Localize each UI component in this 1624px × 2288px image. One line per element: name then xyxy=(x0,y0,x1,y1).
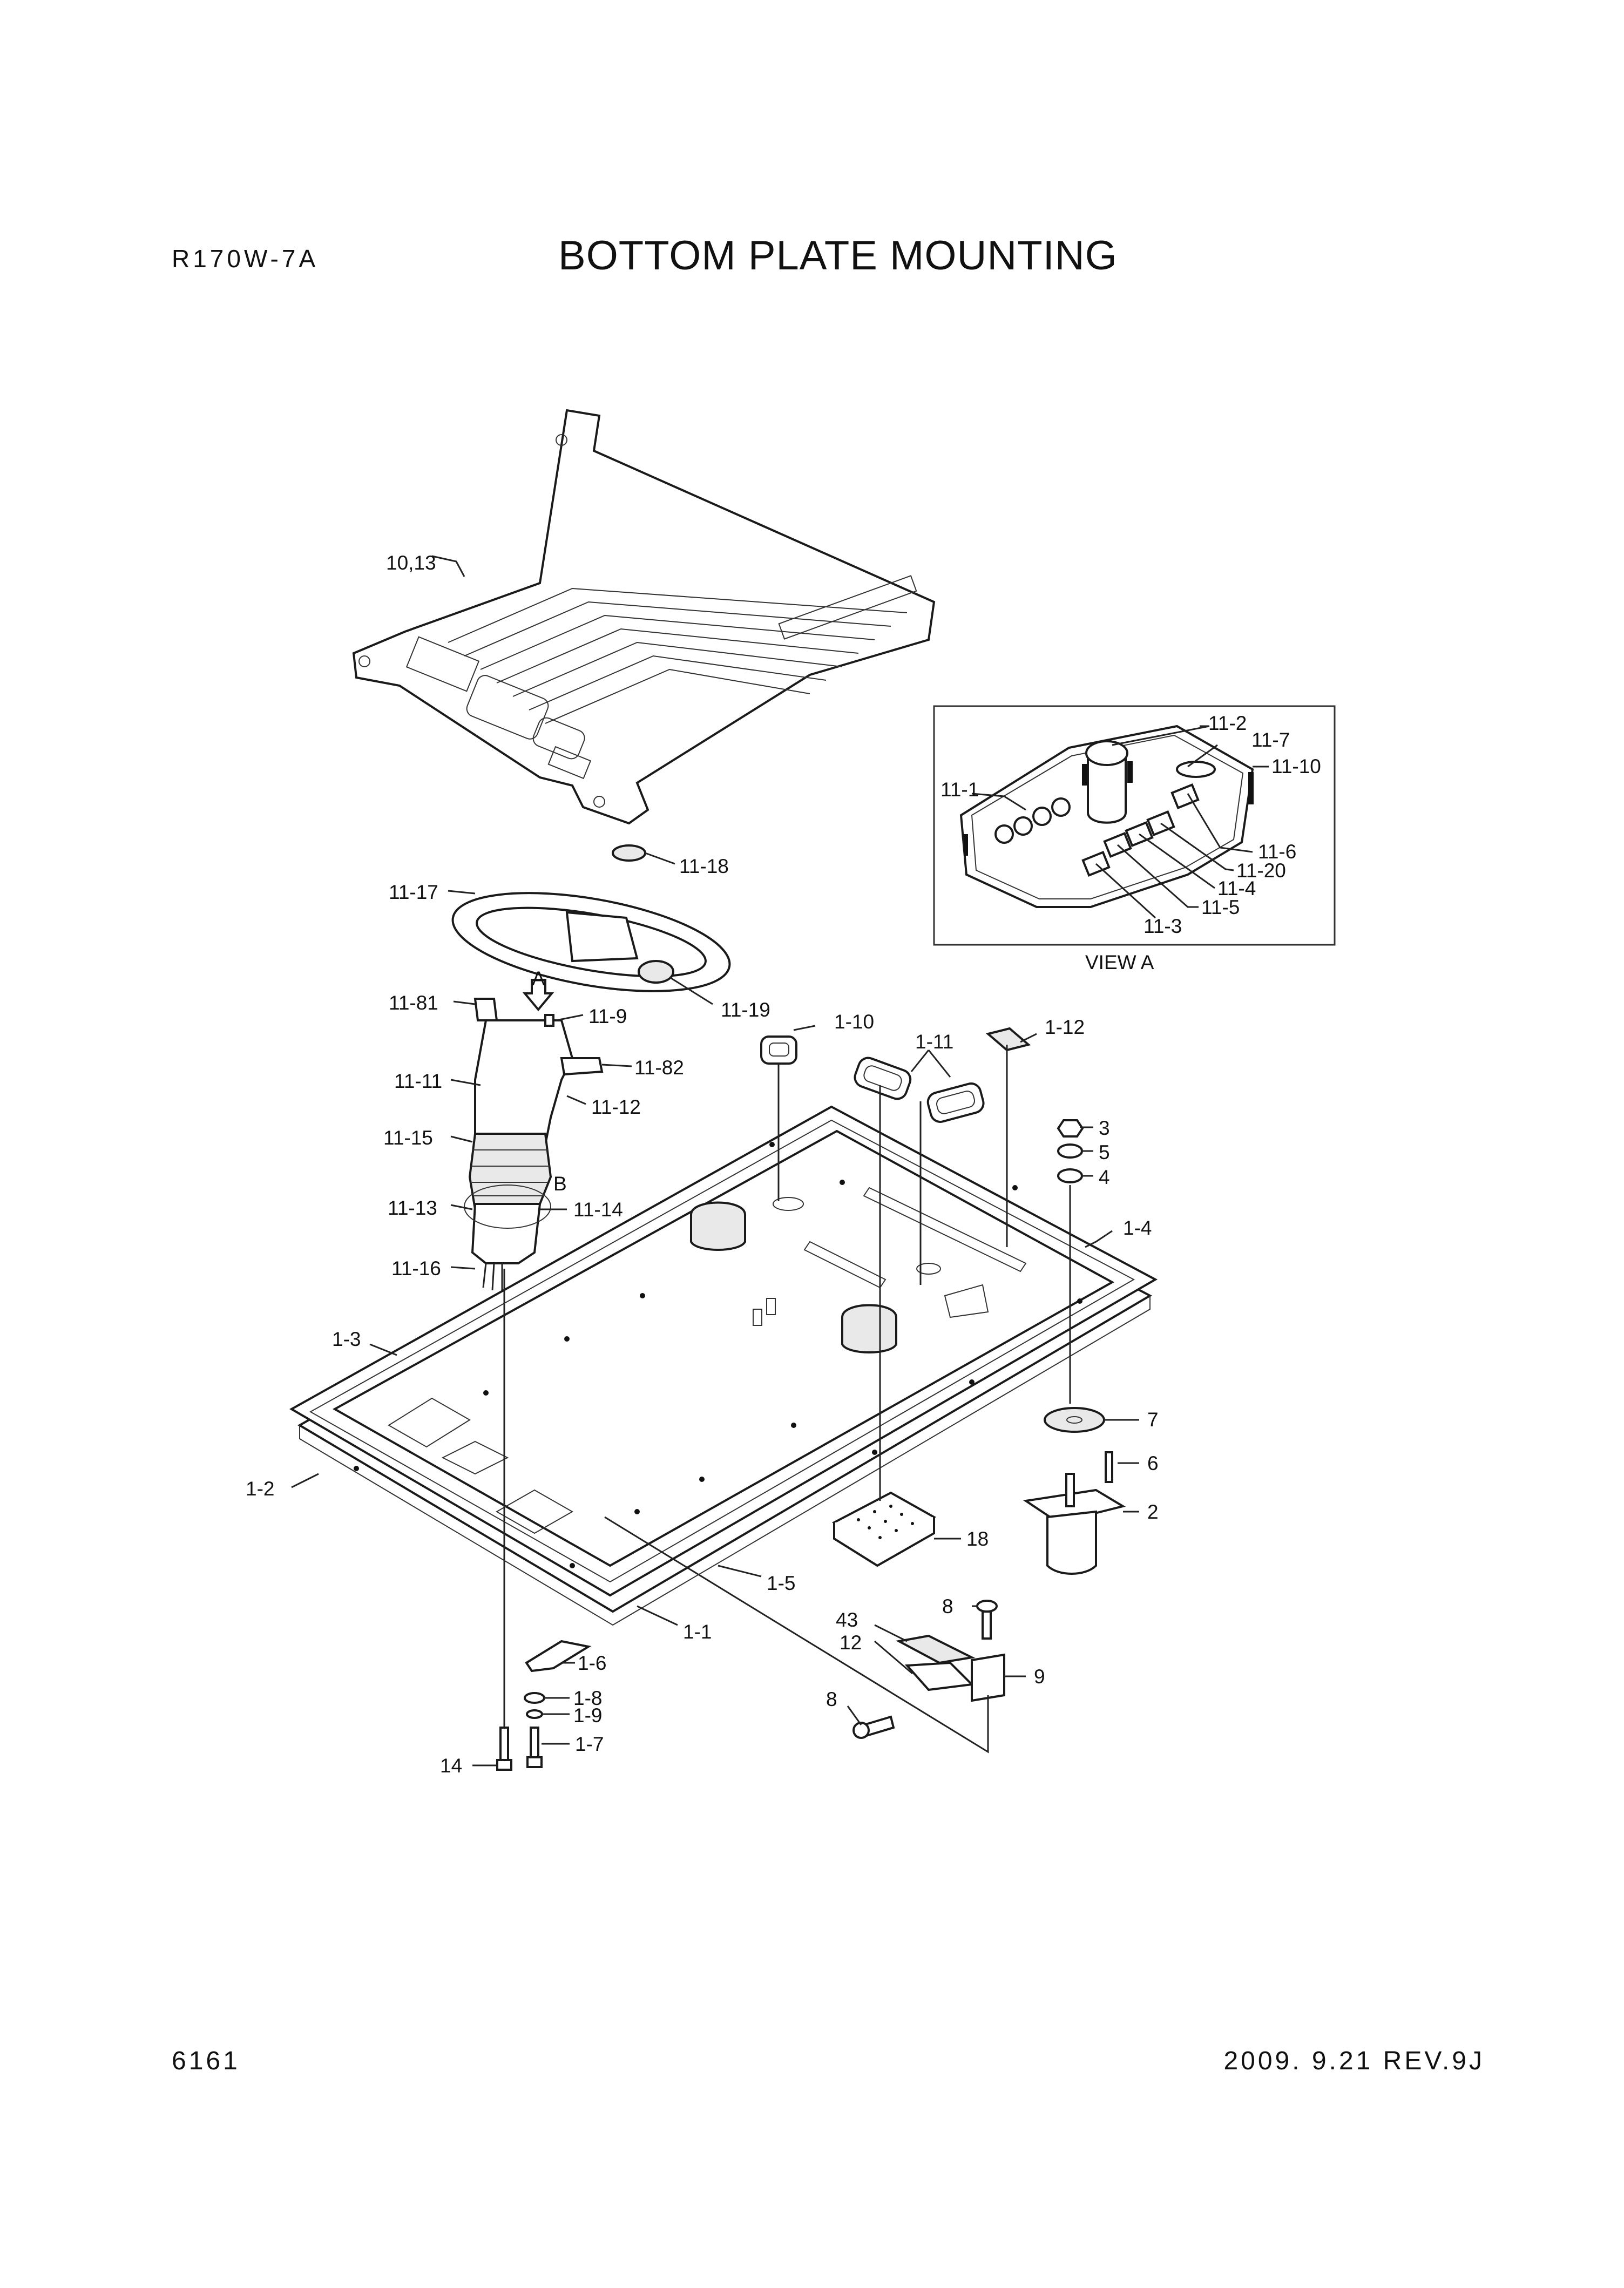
label-11-82: 11-82 xyxy=(634,1057,684,1079)
revision-date: 2009. 9.21 REV.9J xyxy=(1223,2047,1485,2075)
label-11-17: 11-17 xyxy=(389,881,438,903)
label-v11-2: 11-2 xyxy=(1208,712,1247,734)
label-11-11: 11-11 xyxy=(394,1070,442,1092)
label-1-10: 1-10 xyxy=(834,1011,874,1033)
label-7: 7 xyxy=(1147,1409,1159,1431)
pedal-bracket xyxy=(852,1600,1005,1739)
label-10-13: 10,13 xyxy=(386,552,436,574)
view-a-arrow xyxy=(522,979,554,1012)
label-2: 2 xyxy=(1147,1501,1159,1523)
label-11-14: 11-14 xyxy=(573,1199,623,1221)
label-1-5: 1-5 xyxy=(767,1572,795,1594)
model-code: R170W-7A xyxy=(172,245,319,273)
leader-lines xyxy=(291,555,1139,1766)
floor-mat xyxy=(352,409,936,825)
label-5: 5 xyxy=(1099,1141,1110,1163)
label-v11-3: 11-3 xyxy=(1143,915,1182,937)
label-v11-6: 11-6 xyxy=(1258,841,1296,863)
view-a-buttons xyxy=(994,797,1071,844)
label-43: 43 xyxy=(836,1609,858,1631)
steering-wheel xyxy=(451,844,731,992)
label-1-3: 1-3 xyxy=(332,1328,361,1350)
label-1-12: 1-12 xyxy=(1045,1016,1085,1038)
label-11-13: 11-13 xyxy=(388,1197,437,1219)
label-14: 14 xyxy=(440,1755,462,1777)
steering-column xyxy=(464,998,604,1291)
label-b: B xyxy=(553,1173,567,1195)
label-11-81: 11-81 xyxy=(389,992,438,1014)
left-hardware xyxy=(496,1640,592,1771)
label-1-6: 1-6 xyxy=(578,1652,606,1674)
filter-pad xyxy=(831,1491,937,1567)
label-12: 12 xyxy=(840,1632,862,1654)
label-4: 4 xyxy=(1099,1166,1110,1188)
label-11-19: 11-19 xyxy=(721,999,770,1021)
label-a: A xyxy=(532,967,545,990)
callout-labels: 10,13 11-17 11-18 11-19 A 11-81 11-9 11-… xyxy=(246,552,1321,1777)
right-hardware xyxy=(1023,1119,1126,1575)
page-number: 6161 xyxy=(172,2047,240,2075)
label-1-1: 1-1 xyxy=(683,1621,712,1643)
page-title: BOTTOM PLATE MOUNTING xyxy=(558,233,1118,279)
bottom-plate xyxy=(289,1105,1158,1626)
label-18: 18 xyxy=(966,1528,989,1550)
view-a-caption: VIEW A xyxy=(1085,951,1154,973)
label-v11-7: 11-7 xyxy=(1251,729,1290,751)
label-v11-20: 11-20 xyxy=(1236,859,1286,882)
label-11-15: 11-15 xyxy=(383,1127,433,1149)
view-a-panel xyxy=(933,705,1336,946)
label-11-16: 11-16 xyxy=(391,1257,441,1280)
label-1-8: 1-8 xyxy=(573,1687,602,1709)
label-8-bottom: 8 xyxy=(826,1688,837,1710)
plate-holes xyxy=(354,1142,1082,1568)
label-11-18: 11-18 xyxy=(679,855,729,877)
label-1-7: 1-7 xyxy=(575,1733,604,1755)
label-1-11: 1-11 xyxy=(915,1031,953,1053)
label-11-12: 11-12 xyxy=(591,1096,641,1118)
label-3: 3 xyxy=(1099,1117,1110,1139)
label-v11-10: 11-10 xyxy=(1271,755,1321,777)
label-8-top: 8 xyxy=(942,1595,953,1617)
label-1-2: 1-2 xyxy=(246,1478,274,1500)
label-1-9: 1-9 xyxy=(573,1704,602,1727)
label-11-9: 11-9 xyxy=(588,1005,627,1027)
label-6: 6 xyxy=(1147,1452,1159,1474)
label-9: 9 xyxy=(1034,1666,1045,1688)
label-1-4: 1-4 xyxy=(1123,1217,1152,1239)
label-v11-5: 11-5 xyxy=(1201,896,1240,918)
grommets xyxy=(760,1027,1031,1123)
label-v11-4: 11-4 xyxy=(1217,877,1256,899)
label-v11-1: 11-1 xyxy=(940,779,979,801)
